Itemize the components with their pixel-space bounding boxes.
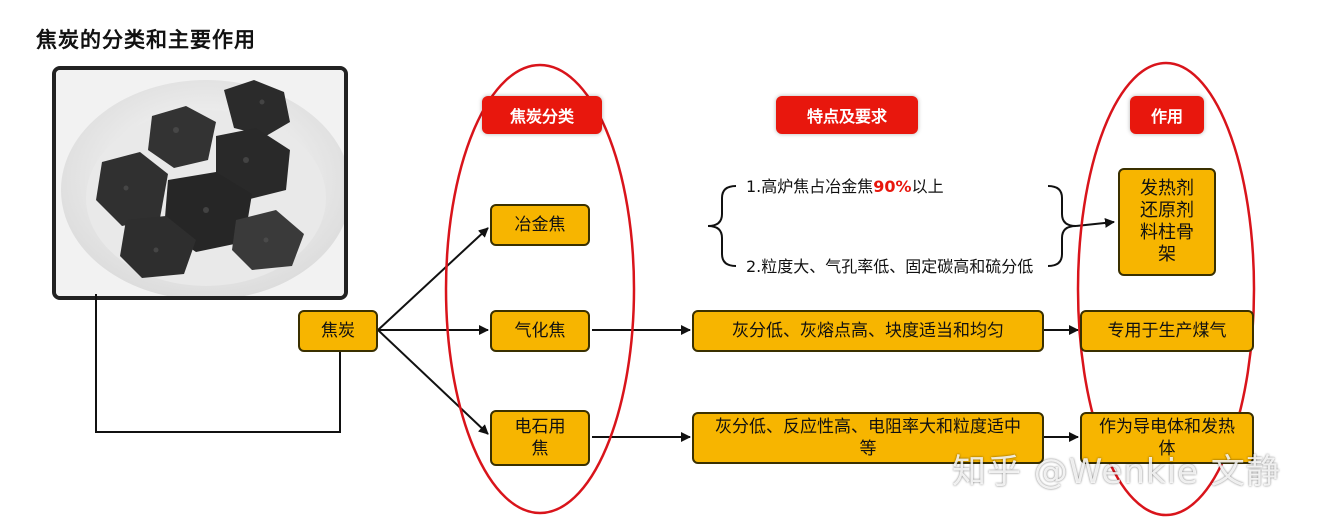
role-carbide-box: 作为导电体和发热体 [1080,412,1254,464]
category-metallurgical-coke: 冶金焦 [490,204,590,246]
arrow-root-to-carbide [377,329,489,435]
role-gasification-box: 专用于生产煤气 [1080,310,1254,352]
header-category: 焦炭分类 [482,96,602,134]
left-brace [707,185,737,267]
category-highlight-ellipse [444,63,636,515]
coke-lumps-image [56,70,344,296]
feature-metallurgical-line-1: 1.高炉焦占冶金焦90%以上 [746,176,944,198]
category-carbide-coke: 电石用焦 [490,410,590,466]
header-role: 作用 [1130,96,1204,134]
role-highlight-ellipse [1076,61,1256,517]
category-gasification-coke: 气化焦 [490,310,590,352]
coke-photo [52,66,348,300]
photo-link-line [95,294,341,433]
feature-metallurgical-line-1-prefix: 1.高炉焦占冶金焦 [746,177,874,196]
right-brace [1047,185,1077,267]
feature-carbide-box: 灰分低、反应性高、电阻率大和粒度适中等 [692,412,1044,464]
diagram-title: 焦炭的分类和主要作用 [36,28,256,52]
role-metallurgical-box: 发热剂还原剂料柱骨架 [1118,168,1216,276]
arrow-root-to-metallurgical [377,227,489,331]
feature-gasification-box: 灰分低、灰熔点高、块度适当和均匀 [692,310,1044,352]
feature-metallurgical-highlight: 90% [873,177,912,196]
watermark-text: 知乎 @Wenkie 文静 [952,452,1281,492]
feature-metallurgical-line-1-suffix: 以上 [911,177,944,196]
header-features: 特点及要求 [776,96,918,134]
feature-metallurgical-line-2: 2.粒度大、气孔率低、固定碳高和硫分低 [746,257,1034,276]
root-coke-box: 焦炭 [298,310,378,352]
